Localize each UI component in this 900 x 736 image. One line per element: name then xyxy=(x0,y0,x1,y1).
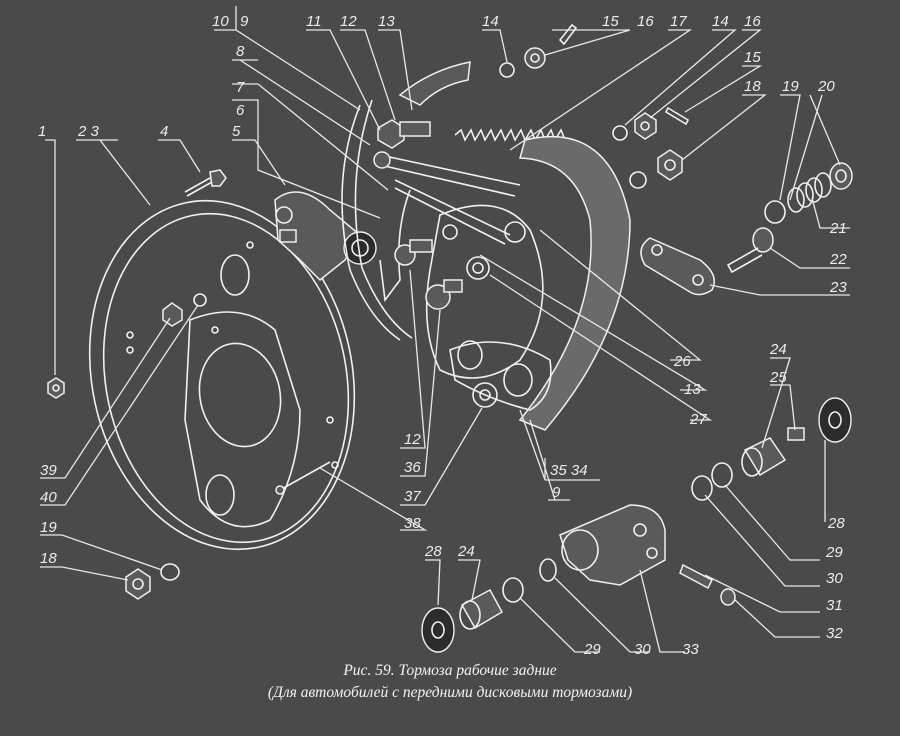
callout-28-bottom: 28 xyxy=(424,543,442,560)
callout-24-right: 24 xyxy=(769,341,787,358)
washer-16a xyxy=(524,47,546,69)
callout-16-right: 16 xyxy=(744,13,761,30)
callout-7: 7 xyxy=(236,79,245,96)
callout-19-right: 19 xyxy=(782,78,799,95)
callout-4: 4 xyxy=(160,123,168,140)
cylinder-body-33 xyxy=(559,504,666,586)
front-shoe xyxy=(341,61,471,341)
figure-caption-subtitle: (Для автомобилей с передними дисковыми т… xyxy=(267,684,633,701)
ring-29a xyxy=(711,462,733,488)
callout-9-top: 9 xyxy=(240,13,249,30)
pin-12-top xyxy=(373,119,431,169)
callout-27: 27 xyxy=(689,411,707,428)
callout-37: 37 xyxy=(404,488,421,505)
callout-25: 25 xyxy=(769,369,787,386)
washer-19b xyxy=(160,563,180,581)
rear-shoe-web xyxy=(425,204,552,411)
ring-14b xyxy=(612,125,628,141)
rear-shoe-lining xyxy=(518,135,631,431)
callout-31: 31 xyxy=(826,597,843,614)
callout-10: 10 xyxy=(212,13,229,30)
nut-18 xyxy=(657,149,683,181)
callout-32: 32 xyxy=(826,625,843,642)
callout-20: 20 xyxy=(817,78,835,95)
washer-27 xyxy=(466,256,490,280)
piston-24b xyxy=(459,588,504,630)
callout-11: 11 xyxy=(306,13,322,30)
cup-20 xyxy=(829,162,853,190)
callout-9-bottom: 9 xyxy=(552,484,561,501)
ring-18 xyxy=(629,171,647,189)
callout-13-top: 13 xyxy=(378,13,395,30)
callout-6: 6 xyxy=(236,102,245,119)
bolt-40 xyxy=(162,302,183,327)
figure-caption-title: Рис. 59. Тормоза рабочие задние xyxy=(343,662,557,679)
callout-12-top: 12 xyxy=(340,13,357,30)
callout-13-right: 13 xyxy=(684,381,701,398)
callout-18-left: 18 xyxy=(40,550,57,567)
callout-15-top: 15 xyxy=(602,13,619,30)
callout-14-right: 14 xyxy=(712,13,729,30)
bleeder-31 xyxy=(679,563,714,590)
washer-16b xyxy=(634,112,657,140)
callout-36: 36 xyxy=(404,459,421,476)
pin-38 xyxy=(275,461,331,495)
callout-29-bottom: 29 xyxy=(583,641,601,658)
callout-35-34: 35 34 xyxy=(550,462,588,479)
callout-12-bottom: 12 xyxy=(404,431,421,448)
callout-16-top: 16 xyxy=(637,13,654,30)
bolt-36 xyxy=(425,279,463,310)
cotter-15b xyxy=(664,106,690,126)
callout-39: 40 xyxy=(40,489,57,506)
callout-40: 39 xyxy=(40,462,57,479)
callout-33: 33 xyxy=(682,641,699,658)
callout-17: 17 xyxy=(670,13,687,30)
callout-1: 1 xyxy=(38,123,46,140)
callout-14-top: 14 xyxy=(482,13,499,30)
nut-18b xyxy=(125,568,151,600)
callout-24-bottom: 24 xyxy=(457,543,475,560)
callout-19-left: 19 xyxy=(40,519,57,536)
pin-22 xyxy=(726,227,774,274)
strut-rod xyxy=(379,154,521,245)
callout-30-right: 30 xyxy=(826,570,843,587)
backing-plate xyxy=(88,199,356,551)
callout-5: 5 xyxy=(232,123,241,140)
boot-28a xyxy=(818,397,852,443)
ring-30b xyxy=(539,558,557,582)
callout-26: 26 xyxy=(673,353,691,370)
piston-24a xyxy=(741,437,787,477)
callout-18-right: 18 xyxy=(744,78,761,95)
callout-15-right: 15 xyxy=(744,49,761,66)
lever-7 xyxy=(379,189,411,303)
callout-8: 8 xyxy=(236,43,245,60)
callout-29-right: 29 xyxy=(825,544,843,561)
ring-29b xyxy=(502,577,524,603)
ring-30a xyxy=(691,475,713,501)
wheel-cylinder-5 xyxy=(274,191,377,282)
washer-39 xyxy=(193,293,207,307)
cap-32 xyxy=(720,588,736,606)
callout-22: 22 xyxy=(829,251,847,268)
plate-23 xyxy=(640,237,715,296)
spring-21 xyxy=(787,172,832,213)
callout-numbers: 1 2 3 4 5 6 7 8 10 9 11 12 13 14 15 16 1… xyxy=(38,13,847,658)
cotter-15a xyxy=(558,23,578,46)
leader-lines xyxy=(40,6,850,653)
ring-14a xyxy=(499,62,515,78)
callout-30-bottom: 30 xyxy=(634,641,651,658)
callout-2-3: 2 3 xyxy=(77,123,100,140)
washer-37 xyxy=(472,382,498,408)
boot-28b xyxy=(421,607,455,653)
washer-19 xyxy=(764,200,786,224)
pin-12-mid xyxy=(394,239,433,266)
nut-1 xyxy=(47,377,65,399)
callout-28-right: 28 xyxy=(827,515,845,532)
bleeder-25 xyxy=(787,427,805,441)
callout-23: 23 xyxy=(829,279,847,296)
bolt-4 xyxy=(184,169,227,197)
callout-38: 38 xyxy=(404,515,421,532)
callout-21: 21 xyxy=(829,220,847,237)
